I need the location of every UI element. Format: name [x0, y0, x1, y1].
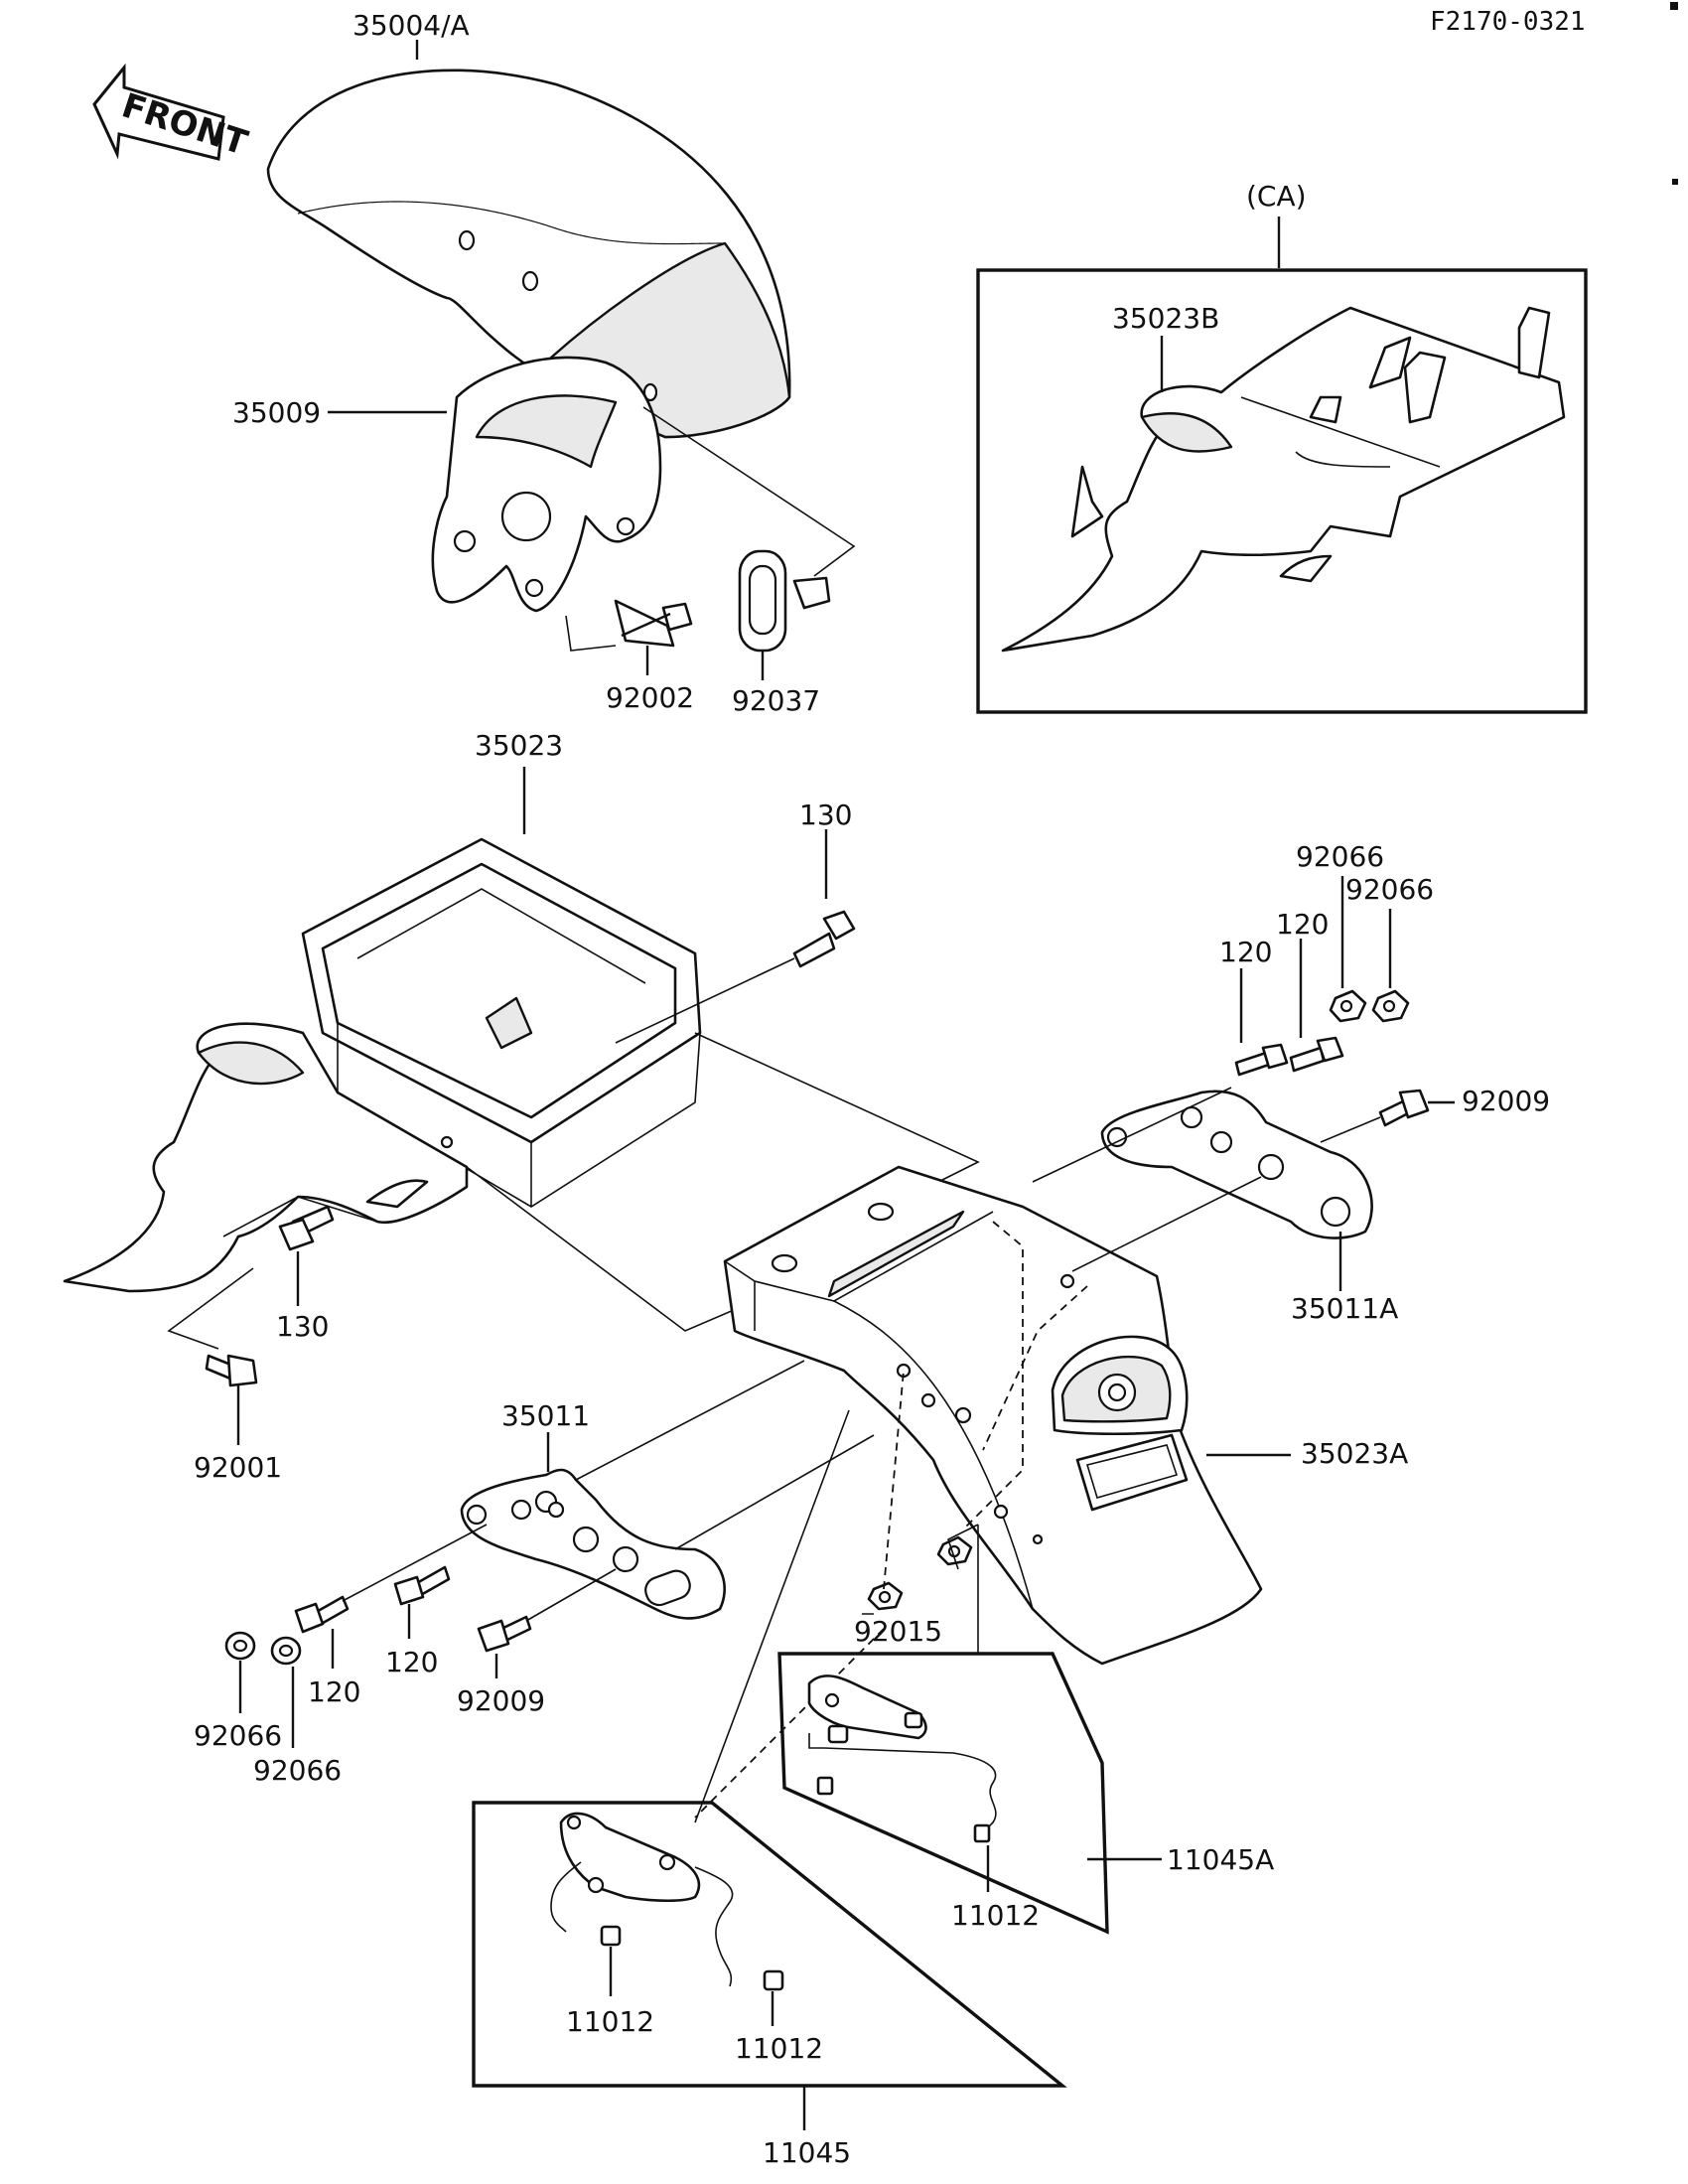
ca-inset-box	[976, 268, 1588, 714]
license-light-part	[1051, 1335, 1189, 1512]
label-120-c: 120	[308, 1675, 360, 1708]
bolt-120-a-icon	[1234, 1043, 1289, 1077]
nut-92066-d-icon	[270, 1636, 302, 1666]
leader-120-c-line	[342, 1524, 488, 1602]
bolt-92001-icon	[205, 1354, 258, 1387]
label-120-d: 120	[385, 1646, 438, 1678]
label-92066-a: 92066	[1296, 840, 1384, 873]
drawing-code: F2170-0321	[1430, 7, 1586, 37]
nut-92066-b-icon	[1371, 989, 1410, 1023]
edge-mark	[1672, 179, 1678, 185]
leader-11045-dash	[694, 1628, 885, 1819]
leader-35011A-top	[1032, 1087, 1232, 1183]
leader-inner-to-fender	[466, 1166, 756, 1332]
nut-92015-b-icon	[867, 1581, 904, 1611]
label-92009-left: 92009	[457, 1684, 545, 1717]
label-35023B: 35023B	[1112, 302, 1219, 335]
rear-fender-ca-part	[1001, 306, 1566, 653]
bracket-35011A-part	[1100, 1090, 1373, 1239]
bolt-120-c-icon	[294, 1595, 350, 1634]
label-CA: (CA)	[1246, 180, 1307, 213]
corner-mark	[1670, 2, 1678, 10]
bolt-92009-left-icon	[477, 1615, 532, 1653]
label-92002: 92002	[606, 681, 694, 714]
bracket-35011-part	[460, 1468, 726, 1620]
leader-130-top-line	[615, 957, 795, 1044]
label-11045: 11045	[763, 2136, 851, 2169]
label-92009-right: 92009	[1462, 1085, 1550, 1117]
label-92066-d: 92066	[253, 1754, 342, 1787]
label-35011: 35011	[501, 1399, 590, 1432]
nut-92066-c-icon	[224, 1631, 256, 1661]
label-92037: 92037	[732, 684, 820, 717]
label-120-a: 120	[1219, 936, 1272, 968]
label-92066-c: 92066	[194, 1719, 282, 1752]
nut-92015-a-icon	[936, 1535, 973, 1566]
bracket-11045A-part	[807, 1674, 997, 1843]
label-35011A: 35011A	[1291, 1292, 1398, 1325]
leader-92009-left-line	[525, 1568, 617, 1622]
leader-fender-clip	[642, 406, 856, 577]
label-35023: 35023	[475, 729, 563, 762]
label-11012-c: 11012	[735, 2032, 823, 2065]
leader-11045-up	[694, 1409, 850, 1823]
bracket-11045-part	[550, 1812, 784, 1991]
label-92015: 92015	[854, 1615, 942, 1648]
bolt-130-top-icon	[792, 910, 856, 968]
label-130-left: 130	[276, 1310, 329, 1343]
label-130-top: 130	[799, 799, 852, 831]
label-35023A: 35023A	[1301, 1437, 1408, 1470]
leader-92001-path	[167, 1267, 254, 1350]
label-92001: 92001	[194, 1451, 282, 1484]
inset-11045-box	[472, 1801, 1067, 2088]
label-35004A: 35004/A	[352, 9, 470, 42]
rear-inner-fender-part	[63, 1022, 469, 1293]
leader-11045A-nut	[947, 1524, 979, 1570]
label-35009: 35009	[232, 396, 321, 429]
leader-35011-bottom	[674, 1434, 875, 1550]
label-11012-b: 11012	[566, 2005, 654, 2038]
inset-11045A-box	[777, 1652, 1109, 1935]
bolt-130-left-icon	[278, 1205, 335, 1251]
leader-bolt-92002-a	[565, 615, 617, 652]
bolt-92009-right-icon	[1378, 1089, 1430, 1127]
leader-92009-right-line	[1320, 1116, 1381, 1143]
leader-92015-dash	[883, 1370, 905, 1590]
label-120-b: 120	[1276, 908, 1329, 941]
front-arrow-icon: FRONT	[92, 63, 253, 164]
label-92066-b: 92066	[1345, 873, 1434, 906]
label-11012-a: 11012	[951, 1899, 1040, 1932]
fender-bracket-part	[431, 356, 662, 613]
bolt-92002-icon	[614, 599, 693, 648]
bolt-120-b-icon	[1289, 1036, 1344, 1073]
leader-case-to-fender	[694, 1032, 980, 1188]
battery-case-part	[301, 837, 702, 1208]
leader-35011-top	[575, 1360, 805, 1481]
bolt-120-d-icon	[393, 1565, 451, 1606]
leader-35011A-bottom	[1071, 1176, 1262, 1272]
nut-92066-a-icon	[1329, 989, 1367, 1023]
label-11045A: 11045A	[1167, 1843, 1274, 1876]
clip-92037-icon	[738, 549, 831, 653]
